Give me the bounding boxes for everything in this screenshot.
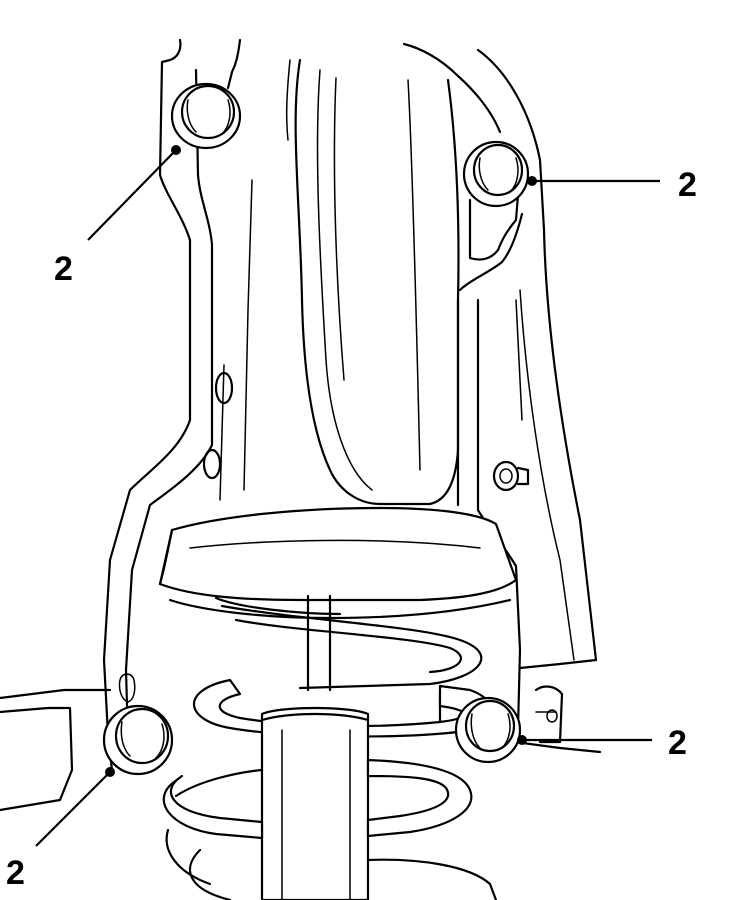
- coil-spring-and-shock: [162, 594, 498, 900]
- callout-lower-right: 2: [517, 724, 687, 762]
- inner-fender-panel: [0, 38, 253, 812]
- callout-label-lower-right: 2: [668, 724, 687, 762]
- bolt-upper-left-graphic: [170, 82, 242, 150]
- bolt-lower-left-graphic: [102, 704, 174, 776]
- callout-upper-right: 2: [527, 166, 697, 204]
- callout-label-upper-left: 2: [54, 250, 73, 288]
- small-stud-fitting: [492, 460, 530, 492]
- strut-tower-body: [285, 42, 502, 506]
- bolt-lower-right-graphic: [454, 696, 522, 764]
- callout-label-lower-left: 2: [6, 854, 25, 892]
- callout-upper-left: 2: [54, 145, 181, 288]
- spring-seat: [158, 506, 518, 620]
- callout-label-upper-right: 2: [678, 166, 697, 204]
- right-fender-panel: [438, 48, 602, 754]
- bolt-upper-right-graphic: [462, 140, 530, 208]
- callout-lower-left: 2: [6, 767, 115, 892]
